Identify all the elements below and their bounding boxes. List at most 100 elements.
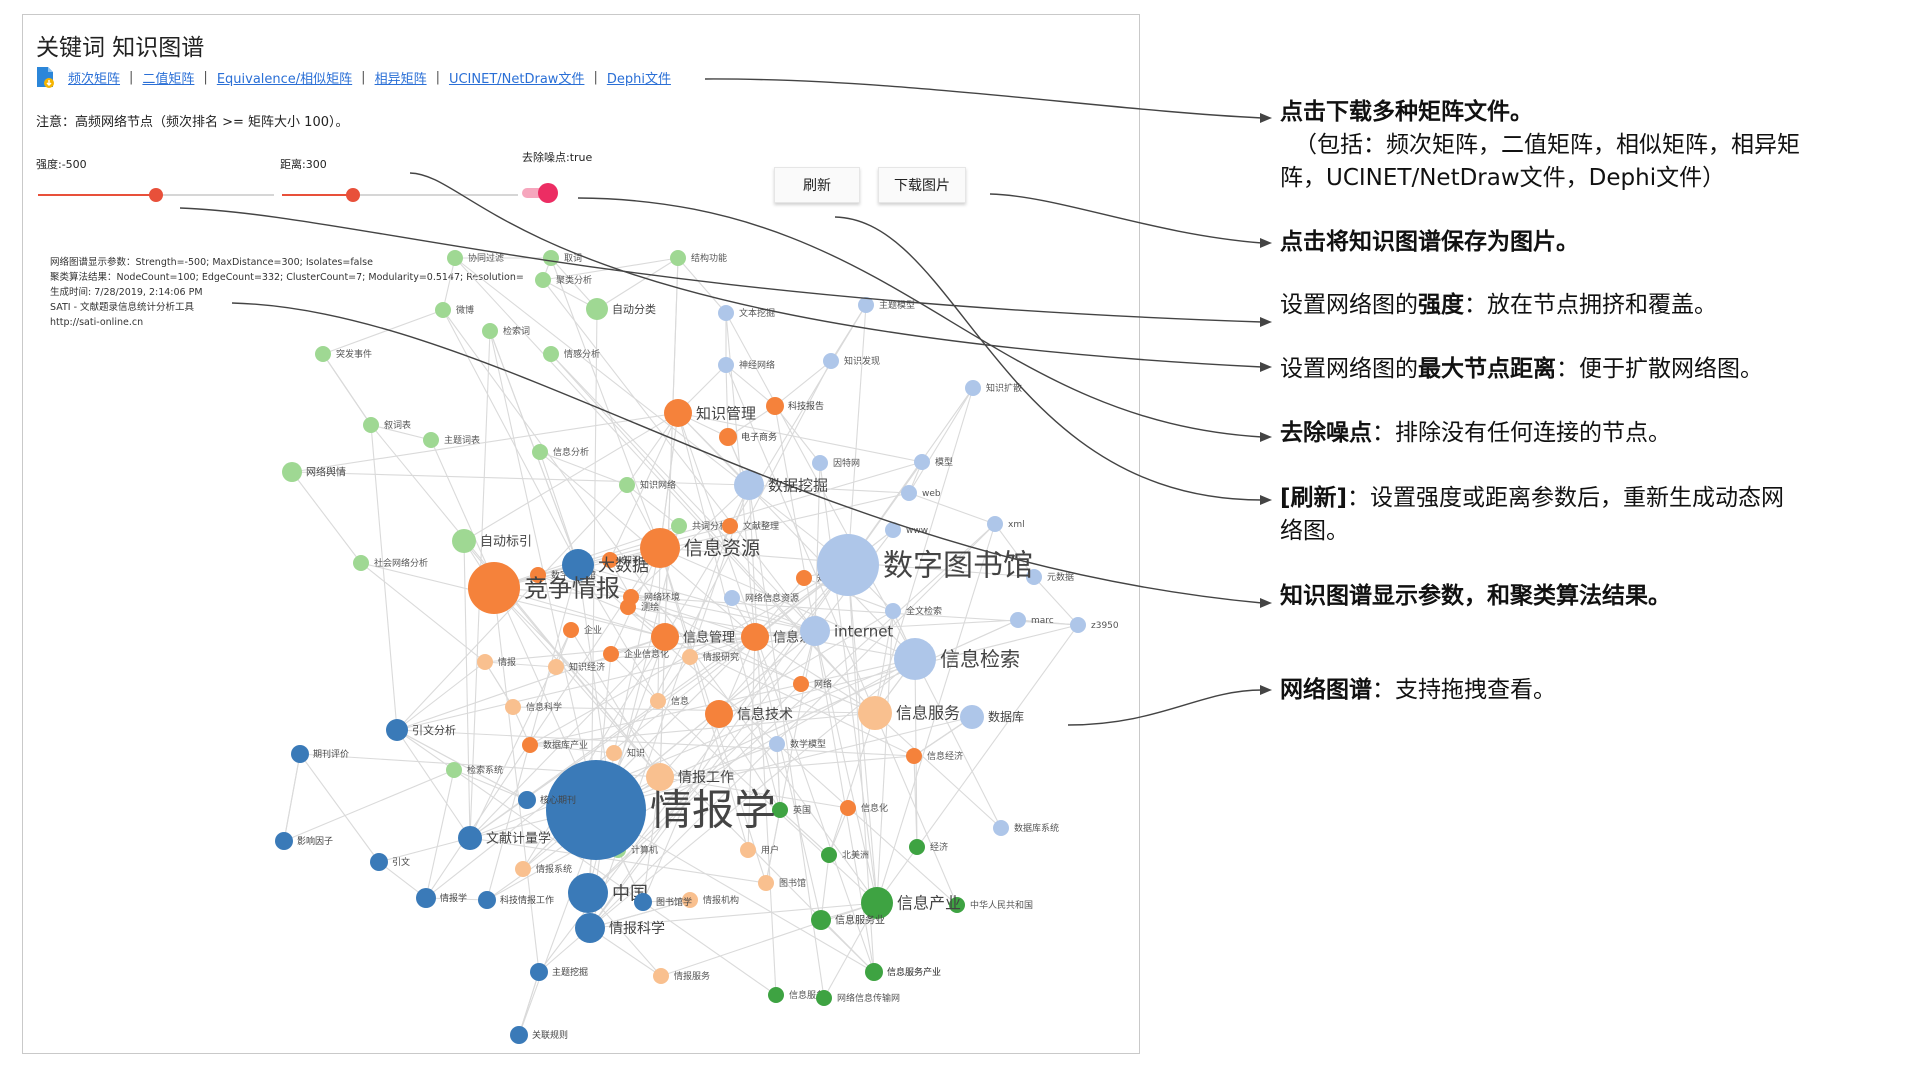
graph-node-circle[interactable] bbox=[901, 485, 917, 501]
graph-node[interactable]: 电子商务 bbox=[719, 428, 777, 446]
graph-node[interactable]: 竞争情报 bbox=[468, 562, 620, 614]
graph-node[interactable]: 知识发现 bbox=[823, 353, 880, 369]
graph-node-circle[interactable] bbox=[800, 616, 830, 646]
graph-node-circle[interactable] bbox=[416, 888, 436, 908]
graph-node-circle[interactable] bbox=[885, 522, 901, 538]
graph-node-circle[interactable] bbox=[370, 853, 388, 871]
graph-node[interactable]: 信息管理 bbox=[651, 623, 735, 651]
graph-node-circle[interactable] bbox=[548, 659, 564, 675]
graph-node[interactable]: 信息服务 bbox=[858, 696, 960, 730]
graph-node-circle[interactable] bbox=[282, 462, 302, 482]
graph-node[interactable]: 微博 bbox=[435, 302, 474, 318]
graph-node[interactable]: 网络 bbox=[793, 676, 832, 692]
graph-node-circle[interactable] bbox=[885, 603, 901, 619]
graph-node-circle[interactable] bbox=[821, 847, 837, 863]
graph-node-circle[interactable] bbox=[914, 454, 930, 470]
graph-node-circle[interactable] bbox=[823, 353, 839, 369]
graph-node-circle[interactable] bbox=[619, 477, 635, 493]
graph-node[interactable]: 聚类分析 bbox=[535, 272, 592, 288]
graph-node[interactable]: 检索词 bbox=[482, 323, 530, 339]
graph-node-circle[interactable] bbox=[563, 622, 579, 638]
graph-node-circle[interactable] bbox=[705, 700, 733, 728]
graph-node[interactable]: 检索系统 bbox=[446, 762, 503, 778]
noise-removal-toggle[interactable] bbox=[522, 183, 558, 203]
graph-node-circle[interactable] bbox=[575, 913, 605, 943]
graph-node-circle[interactable] bbox=[435, 302, 451, 318]
graph-node[interactable]: 数据库 bbox=[960, 705, 1024, 729]
graph-node[interactable]: 北美洲 bbox=[821, 847, 869, 863]
graph-node[interactable]: 影响因子 bbox=[275, 832, 333, 850]
graph-node-circle[interactable] bbox=[386, 719, 408, 741]
graph-node-circle[interactable] bbox=[861, 887, 893, 919]
graph-node-circle[interactable] bbox=[510, 1026, 528, 1044]
graph-node[interactable]: 自动标引 bbox=[452, 529, 532, 553]
graph-node[interactable]: 文献整理 bbox=[722, 518, 779, 534]
graph-node[interactable]: 情报系统 bbox=[515, 861, 572, 877]
graph-node[interactable]: 情报 bbox=[477, 654, 516, 670]
graph-node-circle[interactable] bbox=[796, 570, 812, 586]
graph-node-circle[interactable] bbox=[772, 802, 788, 818]
graph-node[interactable]: web bbox=[901, 485, 941, 501]
graph-node-circle[interactable] bbox=[275, 832, 293, 850]
graph-node[interactable]: 数字图书馆 bbox=[817, 534, 1033, 596]
graph-node-circle[interactable] bbox=[718, 357, 734, 373]
graph-node-circle[interactable] bbox=[909, 839, 925, 855]
graph-node[interactable]: 网络信息传输网 bbox=[816, 990, 900, 1006]
graph-node[interactable]: 元数据 bbox=[1026, 569, 1074, 585]
graph-node[interactable]: 科技情报工作 bbox=[478, 891, 554, 909]
download-ucinet-file-link[interactable]: UCINET/NetDraw文件 bbox=[448, 71, 585, 87]
graph-node-circle[interactable] bbox=[965, 380, 981, 396]
graph-node-circle[interactable] bbox=[602, 552, 618, 568]
graph-node[interactable]: 企业 bbox=[563, 622, 602, 638]
graph-node[interactable]: 图书馆 bbox=[758, 875, 806, 891]
graph-node[interactable]: 数学模型 bbox=[769, 736, 826, 752]
graph-node[interactable]: 情报工作 bbox=[646, 763, 734, 791]
graph-node-circle[interactable] bbox=[766, 397, 784, 415]
graph-node-circle[interactable] bbox=[606, 745, 622, 761]
graph-node-circle[interactable] bbox=[603, 646, 619, 662]
graph-node[interactable]: 大数据 bbox=[562, 549, 649, 581]
graph-node[interactable]: 信息产业 bbox=[861, 887, 961, 919]
graph-node-circle[interactable] bbox=[960, 705, 984, 729]
graph-node[interactable]: marc bbox=[1010, 612, 1054, 628]
graph-node[interactable]: 神经网络 bbox=[718, 357, 775, 373]
graph-node-circle[interactable] bbox=[423, 432, 439, 448]
graph-node[interactable]: 网络信息资源 bbox=[724, 590, 799, 606]
graph-node-circle[interactable] bbox=[949, 897, 965, 913]
graph-node[interactable]: 情报学 bbox=[546, 760, 776, 860]
graph-node-circle[interactable] bbox=[906, 748, 922, 764]
graph-node[interactable]: 知识扩散 bbox=[965, 380, 1022, 396]
graph-node[interactable]: 信息化 bbox=[840, 800, 888, 816]
graph-node-circle[interactable] bbox=[620, 599, 636, 615]
graph-node-circle[interactable] bbox=[568, 873, 608, 913]
graph-node-circle[interactable] bbox=[793, 676, 809, 692]
graph-node-circle[interactable] bbox=[291, 745, 309, 763]
graph-node-circle[interactable] bbox=[719, 428, 737, 446]
graph-node-circle[interactable] bbox=[741, 623, 769, 651]
graph-node-circle[interactable] bbox=[682, 649, 698, 665]
graph-node[interactable]: 测绘 bbox=[620, 599, 659, 615]
graph-node[interactable]: 信息资源 bbox=[640, 528, 760, 568]
distance-slider-handle[interactable] bbox=[345, 188, 360, 202]
graph-node-circle[interactable] bbox=[532, 444, 548, 460]
graph-node-circle[interactable] bbox=[993, 820, 1009, 836]
graph-node-circle[interactable] bbox=[452, 529, 476, 553]
graph-node-circle[interactable] bbox=[477, 654, 493, 670]
graph-node-circle[interactable] bbox=[543, 346, 559, 362]
graph-node[interactable]: 因特网 bbox=[812, 455, 860, 471]
graph-node[interactable]: 情报机构 bbox=[682, 892, 739, 908]
graph-node-circle[interactable] bbox=[515, 861, 531, 877]
graph-node[interactable]: 信息科学 bbox=[505, 699, 562, 715]
graph-node[interactable]: 图书馆学 bbox=[634, 893, 692, 911]
graph-node-circle[interactable] bbox=[1026, 569, 1042, 585]
graph-node[interactable]: 信息检索 bbox=[894, 638, 1020, 680]
graph-node-circle[interactable] bbox=[646, 763, 674, 791]
download-image-button[interactable]: 下载图片 bbox=[878, 167, 966, 203]
graph-node-circle[interactable] bbox=[653, 968, 669, 984]
graph-node-circle[interactable] bbox=[478, 891, 496, 909]
graph-node-circle[interactable] bbox=[458, 826, 482, 850]
graph-node[interactable]: 主题词表 bbox=[423, 432, 480, 448]
graph-node[interactable]: 数据挖掘 bbox=[734, 470, 828, 500]
graph-node[interactable]: 文献计量学 bbox=[458, 826, 551, 850]
